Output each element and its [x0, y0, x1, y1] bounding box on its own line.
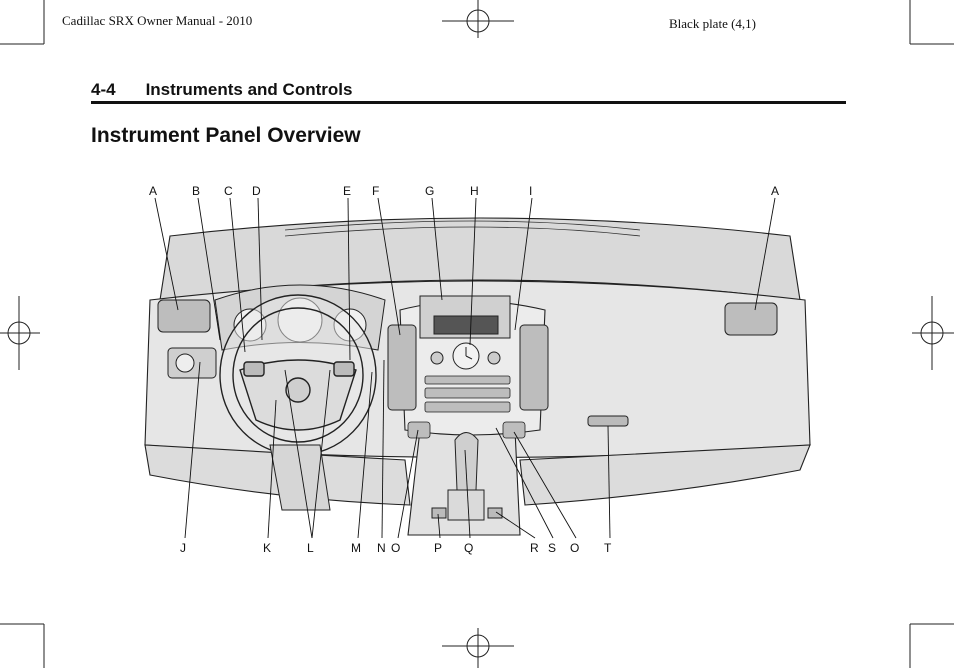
callout-top-1: B — [192, 184, 200, 198]
callout-top-8: I — [529, 184, 532, 198]
callout-top-9: A — [771, 184, 779, 198]
page-title: Instrument Panel Overview — [91, 124, 361, 147]
section-title: Instruments and Controls — [145, 80, 353, 99]
callout-bottom-1: K — [263, 541, 271, 555]
callout-top-5: F — [372, 184, 379, 198]
section-number: 4-4 — [91, 80, 116, 99]
callout-top-3: D — [252, 184, 261, 198]
callout-bottom-9: S — [548, 541, 556, 555]
callout-bottom-6: P — [434, 541, 442, 555]
manual-title: Cadillac SRX Owner Manual - 2010 — [62, 13, 253, 28]
callout-top-2: C — [224, 184, 233, 198]
callout-top-4: E — [343, 184, 351, 198]
callout-bottom-4: N — [377, 541, 386, 555]
callout-bottom-5: O — [391, 541, 400, 555]
section-rule — [91, 101, 846, 104]
callout-bottom-10: O — [570, 541, 579, 555]
callout-bottom-3: M — [351, 541, 361, 555]
callout-bottom-7: Q — [464, 541, 473, 555]
callout-bottom-8: R — [530, 541, 539, 555]
callout-bottom-0: J — [180, 541, 186, 555]
callout-bottom-2: L — [307, 541, 314, 555]
plate-label: Black plate (4,1) — [669, 16, 756, 31]
callout-top-7: H — [470, 184, 479, 198]
callout-top-0: A — [149, 184, 157, 198]
callout-bottom-11: T — [604, 541, 612, 555]
section-heading: 4-4 Instruments and Controls — [91, 80, 352, 100]
callout-top-6: G — [425, 184, 434, 198]
